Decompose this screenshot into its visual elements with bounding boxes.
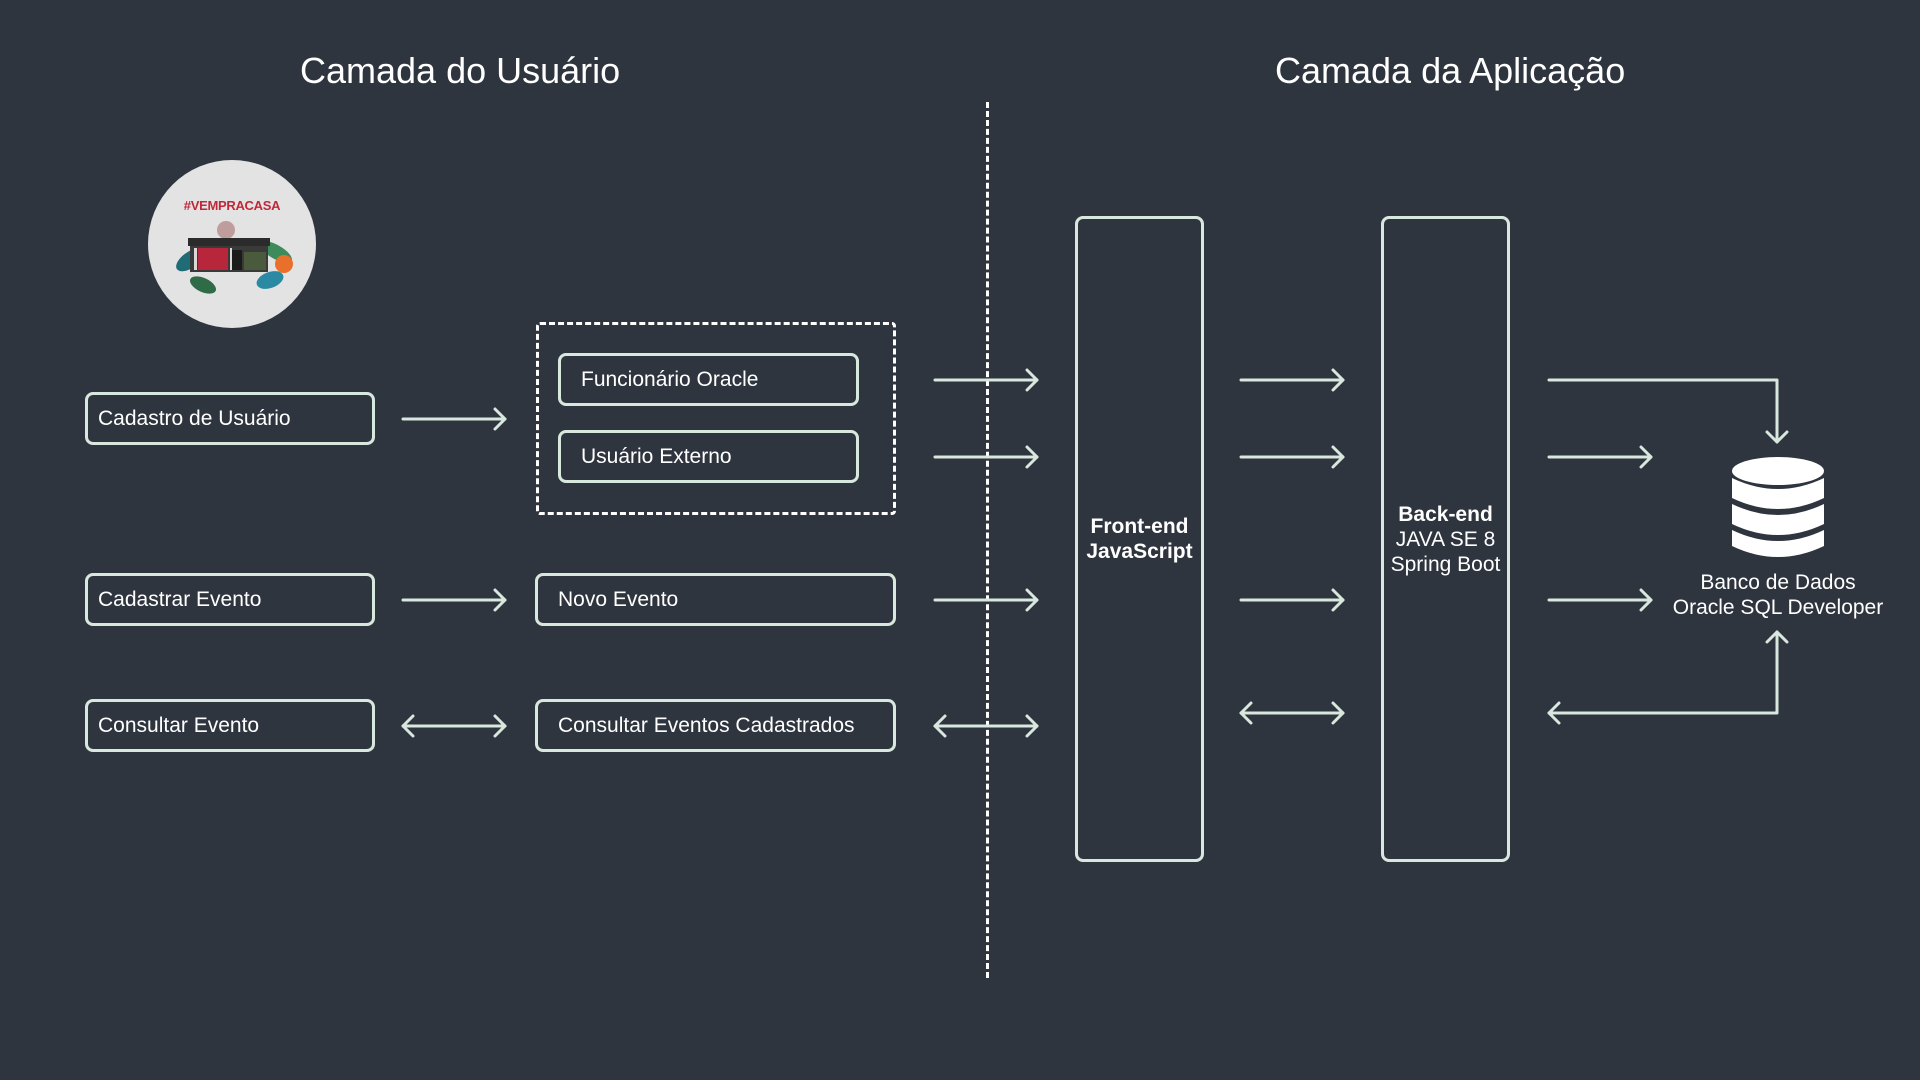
database-line2: Oracle SQL Developer <box>1672 596 1884 619</box>
arrow-oracle-to-frontend <box>933 368 1039 392</box>
oracle-employee-box: Funcionário Oracle <box>558 353 859 406</box>
arrow-be-db-2 <box>1547 445 1653 469</box>
arrow-new-event-to-frontend <box>933 588 1039 612</box>
arrow-query-frontend-bidirectional <box>933 714 1039 738</box>
database-line1: Banco de Dados <box>1700 571 1856 594</box>
arrow-be-db-3 <box>1547 588 1653 612</box>
database-icon <box>1732 457 1824 557</box>
frontend-column: Front-end JavaScript <box>1075 216 1204 862</box>
arrow-fe-be-2 <box>1239 445 1345 469</box>
arrow-db-be-return <box>1547 630 1789 725</box>
arrow-external-to-frontend <box>933 445 1039 469</box>
arrow-fe-be-1 <box>1239 368 1345 392</box>
query-event-label: Consultar Evento <box>98 713 260 737</box>
new-event-box: Novo Evento <box>535 573 896 626</box>
user-types-group <box>536 322 896 515</box>
register-user-label: Cadastro de Usuário <box>98 406 291 430</box>
register-user-box: Cadastro de Usuário <box>85 392 375 445</box>
arrow-register-event <box>401 588 507 612</box>
vempracasa-logo: #VEMPRACASA <box>148 160 316 328</box>
oracle-employee-label: Funcionário Oracle <box>581 367 759 391</box>
new-event-label: Novo Evento <box>558 587 679 611</box>
frontend-title: Front-end <box>1090 515 1189 538</box>
arrow-fe-be-bidirectional <box>1239 701 1345 725</box>
query-registered-label: Consultar Eventos Cadastrados <box>558 713 855 737</box>
backend-tech1: JAVA SE 8 <box>1395 527 1496 551</box>
arrow-register-user <box>401 407 507 431</box>
user-layer-heading: Camada do Usuário <box>300 50 621 91</box>
database-label: Banco de Dados Oracle SQL Developer <box>1650 570 1906 620</box>
app-layer-heading: Camada da Aplicação <box>1275 50 1626 91</box>
logo-text: #VEMPRACASA <box>183 198 281 213</box>
register-event-label: Cadastrar Evento <box>98 587 262 611</box>
query-registered-box: Consultar Eventos Cadastrados <box>535 699 896 752</box>
arrow-be-db-elbow <box>1547 378 1789 444</box>
arrow-query-event-bidirectional <box>401 714 507 738</box>
backend-title: Back-end <box>1398 502 1493 526</box>
external-user-box: Usuário Externo <box>558 430 859 483</box>
external-user-label: Usuário Externo <box>581 444 732 468</box>
register-event-box: Cadastrar Evento <box>85 573 375 626</box>
backend-tech2: Spring Boot <box>1390 552 1501 576</box>
layer-separator <box>986 102 989 978</box>
frontend-tech: JavaScript <box>1086 540 1193 563</box>
arrow-fe-be-3 <box>1239 588 1345 612</box>
backend-column: Back-end JAVA SE 8 Spring Boot <box>1381 216 1510 862</box>
query-event-box: Consultar Evento <box>85 699 375 752</box>
